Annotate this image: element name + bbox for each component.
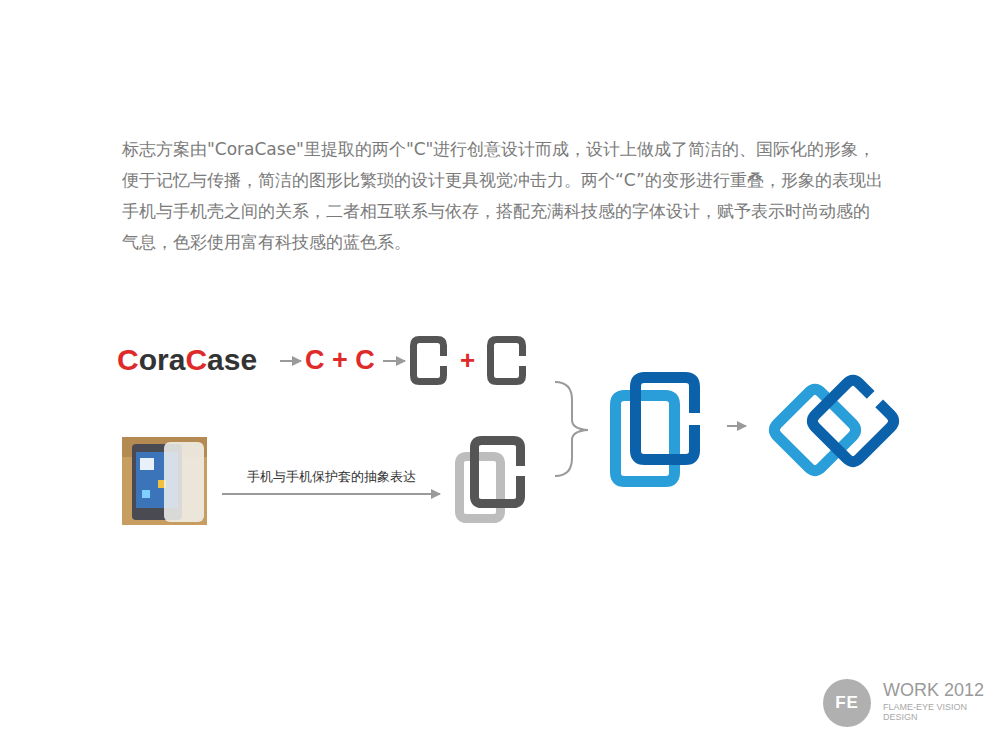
step-arrow — [280, 360, 301, 362]
work-year: WORK 2012 — [883, 680, 993, 700]
logo-dark — [636, 378, 695, 460]
phone-photo — [122, 437, 207, 525]
step-arrow — [727, 425, 746, 427]
letter-formula: C + C — [305, 343, 385, 377]
c-shape — [414, 340, 444, 382]
arrow-label: 手机与手机保护套的抽象表达 — [222, 469, 440, 485]
c-shape — [491, 340, 523, 382]
wordmark: CoraCase — [117, 342, 287, 378]
phone-shape — [475, 441, 521, 504]
studio-name: FLAME-EYE VISION DESIGN — [883, 702, 979, 722]
logo-light — [616, 396, 675, 482]
badge-text: FE — [823, 692, 871, 714]
step-arrow — [383, 360, 405, 362]
logo-rot-dark — [809, 377, 897, 465]
long-arrow — [222, 493, 440, 495]
plus-sign: + — [460, 343, 480, 377]
footer-badge — [823, 679, 871, 727]
case-shape — [460, 457, 501, 519]
brace — [555, 382, 588, 476]
description-text: 标志方案由"CoraCase"里提取的两个"C"进行创意设计而成，设计上做成了简… — [122, 134, 884, 258]
